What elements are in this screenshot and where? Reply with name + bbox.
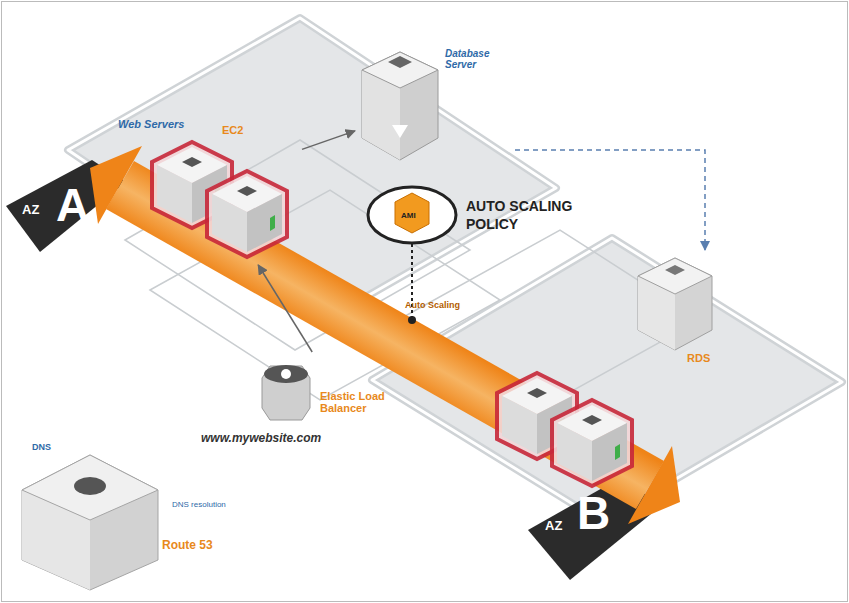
dns-server: DNS Route 53 <box>12 440 252 590</box>
zone-tag: AZ <box>22 202 39 217</box>
availability-zone: AZ A Web ServersEC2 Database Server <box>0 10 565 330</box>
server-label: Database Server <box>445 48 500 70</box>
zone-letter: B <box>577 490 610 536</box>
service-label: RDS <box>687 352 710 364</box>
service-label: EC2 <box>222 124 243 136</box>
auto-scaling-callout: AMI AUTO SCALING POLICY <box>368 186 598 246</box>
rds-standby: RDS <box>625 250 735 372</box>
group-label: Web Servers <box>118 118 184 130</box>
ami-label: AMI <box>401 211 416 220</box>
database-server: Database Server <box>355 38 515 168</box>
dns-label: DNS <box>32 442 51 452</box>
web-server-group: Web ServersEC2 <box>112 100 302 265</box>
note-label: DNS resolution <box>172 500 226 509</box>
availability-zone: AZ B RDS <box>365 228 847 600</box>
band-label: Auto Scaling <box>405 300 460 310</box>
policy-label: AUTO SCALING POLICY <box>466 198 594 233</box>
zone-tag: AZ <box>545 518 562 533</box>
zone-letter: A <box>56 182 89 228</box>
connector <box>302 131 355 150</box>
service-label: Elastic Load Balancer <box>320 390 415 414</box>
service-label: Route 53 <box>162 538 213 552</box>
url-label: www.mywebsite.com <box>198 430 324 446</box>
connector <box>258 265 312 352</box>
load-balancer: Elastic Load Balancer <box>252 352 422 432</box>
